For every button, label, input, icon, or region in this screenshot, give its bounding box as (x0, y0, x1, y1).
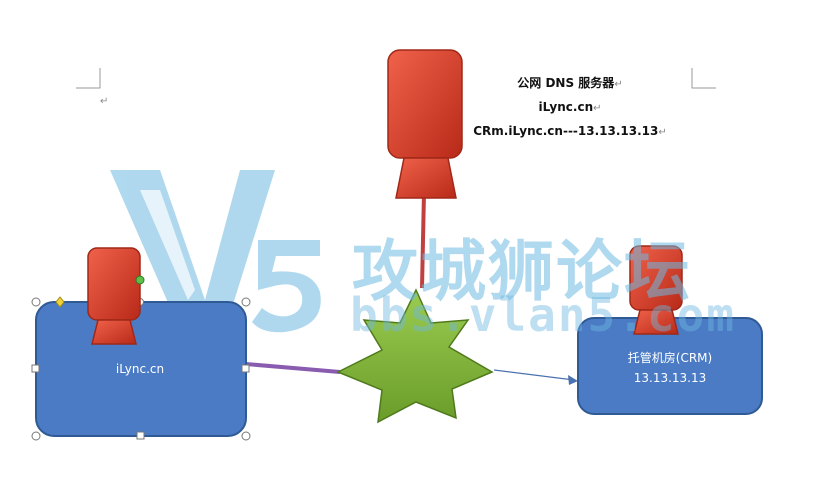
watermark-url: bbs.vlan5.com (350, 288, 737, 342)
paragraph-mark: ↵ (100, 96, 109, 107)
dns-to-hub-line (420, 191, 426, 289)
watermark-v5-logo (110, 170, 321, 333)
local-server-icon (87, 247, 145, 345)
hub-to-hosted-arrow (493, 369, 575, 381)
dns-domain: iLync.cn (538, 100, 594, 114)
local-box-label: iLync.cn (60, 362, 220, 376)
local-to-hub-line (245, 362, 341, 374)
dns-title: 公网 DNS 服务器 (517, 76, 615, 90)
watermark-chinese: 攻城狮论坛 (352, 233, 692, 310)
local-box-text: iLync.cn (115, 362, 165, 376)
hosted-box-label: 托管机房(CRM) 13.13.13.13 (590, 348, 750, 388)
hosted-ip: 13.13.13.13 (633, 371, 707, 385)
arrowhead-icon (568, 375, 578, 385)
hosted-name: 托管机房(CRM) (627, 351, 713, 365)
dns-server-label: 公网 DNS 服务器↵ iLync.cn↵ CRm.iLync.cn---13.… (473, 76, 667, 138)
internet-hub-star (336, 288, 494, 424)
dns-server-icon (387, 49, 463, 199)
hosted-server-icon (629, 245, 683, 335)
dns-record: CRm.iLync.cn---13.13.13.13 (473, 124, 659, 138)
page-corner-marks (76, 68, 716, 89)
